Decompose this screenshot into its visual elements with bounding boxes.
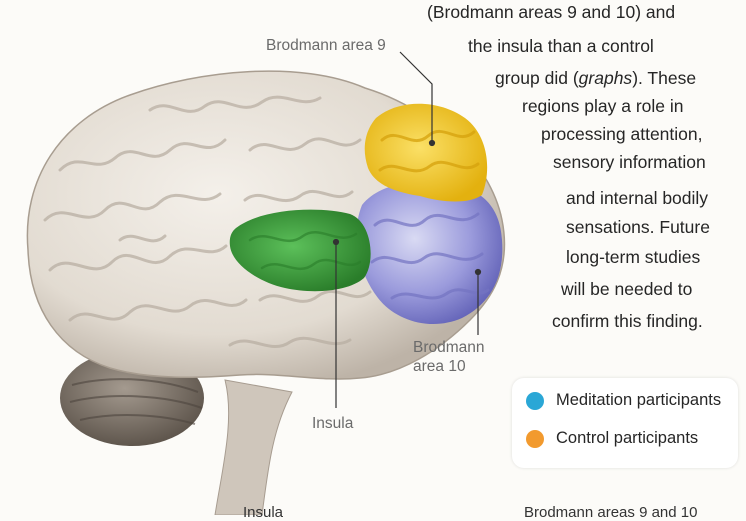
paragraph-line: long-term studies <box>566 249 700 267</box>
paragraph-line: (Brodmann areas 9 and 10) and <box>427 4 675 22</box>
paragraph-line: sensations. Future <box>566 219 710 237</box>
paragraph-line: and internal bodily <box>566 190 708 208</box>
paragraph-line: confirm this finding. <box>552 313 703 331</box>
control-dot-icon <box>526 430 544 448</box>
paragraph-text: ). These <box>632 68 696 88</box>
area10-label-line1: Brodmann <box>413 338 485 357</box>
legend-label: Control participants <box>556 429 698 448</box>
legend-item-meditation: Meditation participants <box>526 391 721 410</box>
paragraph-line: the insula than a control <box>468 38 654 56</box>
paragraph-text: group did ( <box>495 68 579 88</box>
meditation-dot-icon <box>526 392 544 410</box>
legend-label: Meditation participants <box>556 391 721 410</box>
legend: Meditation participants Control particip… <box>512 378 738 468</box>
legend-item-control: Control participants <box>526 429 698 448</box>
paragraph-line: sensory information <box>553 154 706 172</box>
caption-left-cut: Insula <box>243 504 283 521</box>
area10-label: Brodmann area 10 <box>413 338 485 377</box>
paragraph-line: group did (graphs). These <box>495 70 696 88</box>
paragraph-emphasis: graphs <box>579 68 633 88</box>
caption-right-cut: Brodmann areas 9 and 10 <box>524 504 697 521</box>
area9-label: Brodmann area 9 <box>266 36 386 55</box>
insula-label: Insula <box>312 414 353 433</box>
paragraph-line: processing attention, <box>541 126 703 144</box>
area10-label-line2: area 10 <box>413 357 485 376</box>
paragraph-line: will be needed to <box>561 281 692 299</box>
paragraph-line: regions play a role in <box>522 98 683 116</box>
brain-stem <box>215 380 292 515</box>
